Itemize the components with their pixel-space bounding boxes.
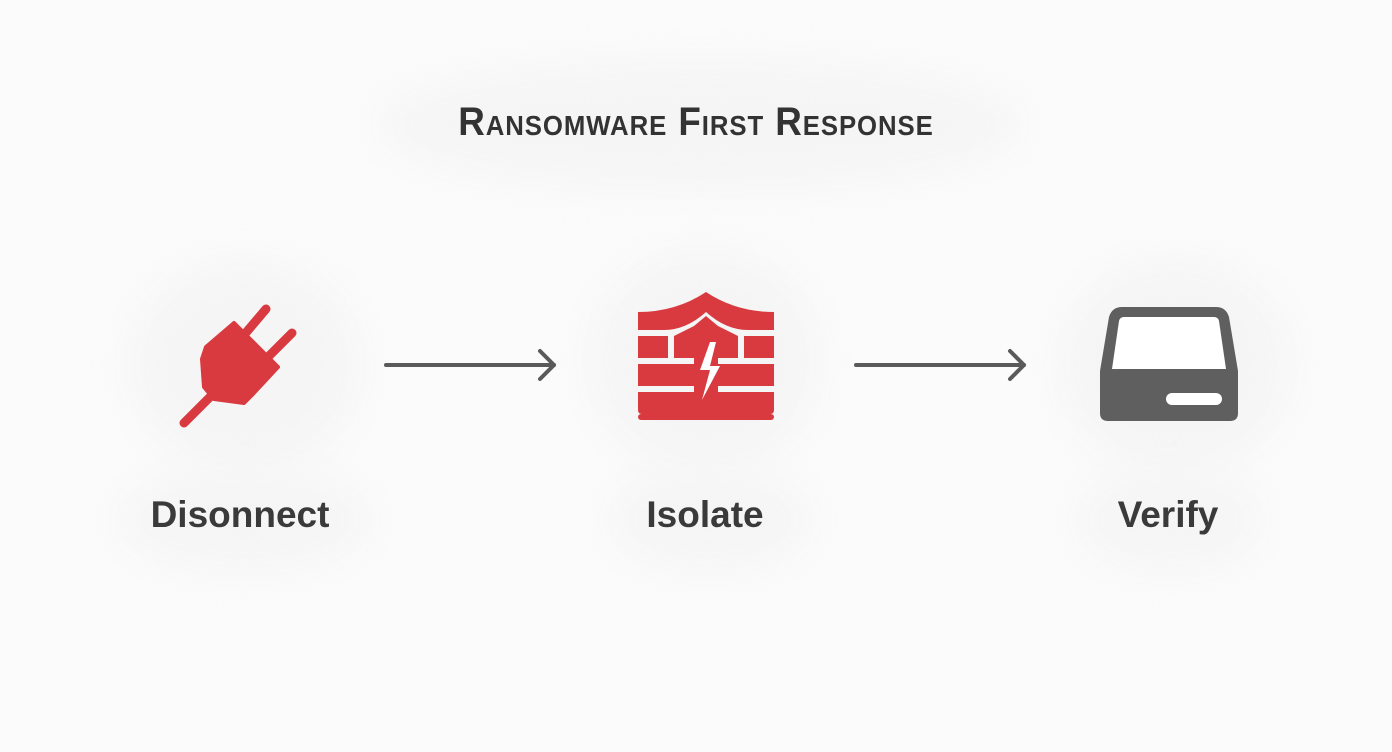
step-label-isolate: Isolate bbox=[646, 494, 764, 535]
step-label-disconnect: Disonnect bbox=[150, 494, 330, 535]
drive-icon bbox=[1100, 307, 1238, 421]
plug-icon bbox=[179, 304, 297, 428]
step-label-verify: Verify bbox=[1117, 494, 1219, 535]
arrow-right-icon bbox=[384, 349, 556, 381]
background-blob bbox=[1080, 470, 1260, 570]
background-blob bbox=[380, 60, 1020, 190]
background-blob bbox=[120, 470, 370, 570]
diagram-title: Ransomware First Response bbox=[458, 100, 934, 144]
arrow-right-icon bbox=[854, 349, 1026, 381]
firewall-icon bbox=[638, 292, 774, 420]
background-blob bbox=[610, 470, 810, 570]
